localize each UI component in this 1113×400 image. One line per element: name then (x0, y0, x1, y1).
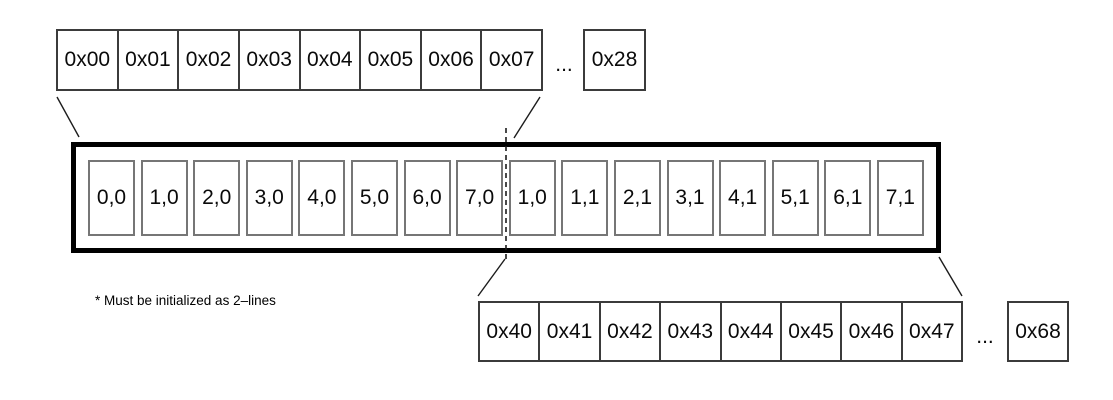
buffer-cell: 2,1 (613, 159, 661, 236)
connector-bottom-left-line (477, 258, 506, 297)
bottom-address-cell: 0x46 (842, 303, 903, 360)
top-address-cell: 0x01 (118, 31, 180, 89)
connector-top-left-line (56, 96, 80, 138)
bottom-address-cell: 0x45 (781, 303, 843, 360)
buffer-cell: 5,0 (350, 159, 398, 236)
top-address-cell: 0x03 (239, 31, 301, 89)
bottom-detached-address-cell: 0x68 (1007, 301, 1069, 362)
top-address-cell: 0x06 (421, 31, 483, 89)
buffer-cell: 3,1 (666, 159, 714, 236)
buffer-cell: 4,1 (719, 159, 767, 236)
buffer-cell: 1,0 (140, 159, 188, 236)
buffer-cell: 6,1 (824, 159, 872, 236)
bottom-address-cell: 0x47 (902, 303, 961, 360)
bottom-address-cell: 0x40 (480, 303, 541, 360)
top-address-cell: 0x05 (361, 31, 422, 89)
top-ellipsis: ... (555, 53, 573, 76)
buffer-cell: 0,0 (88, 159, 135, 236)
top-address-cell: 0x02 (179, 31, 240, 89)
buffer-cell: 7,0 (456, 159, 504, 236)
bottom-address-cell: 0x44 (721, 303, 782, 360)
top-address-cell: 0x00 (58, 31, 119, 89)
connector-top-right-line (513, 96, 541, 139)
buffer-cell: 5,1 (771, 159, 819, 236)
bottom-address-cell: 0x41 (540, 303, 601, 360)
top-detached-address-cell: 0x28 (583, 29, 646, 91)
connector-bottom-right-line (938, 256, 963, 297)
buffer-cell: 2,0 (193, 159, 241, 236)
bottom-address-cell: 0x42 (600, 303, 662, 360)
bottom-address-cell: 0x43 (661, 303, 722, 360)
buffer-cell: 3,0 (245, 159, 293, 236)
buffer-cell: 1,1 (561, 159, 609, 236)
buffer-cell: 6,0 (403, 159, 451, 236)
bottom-ellipsis: ... (976, 324, 994, 348)
buffer-cell: 4,0 (298, 159, 346, 236)
top-address-cell: 0x07 (482, 31, 541, 89)
footnote: * Must be initialized as 2–lines (95, 293, 276, 308)
buffer-cell: 7,1 (876, 159, 924, 236)
top-address-cell: 0x04 (300, 31, 362, 89)
buffer-cell: 1,0 (508, 159, 556, 236)
